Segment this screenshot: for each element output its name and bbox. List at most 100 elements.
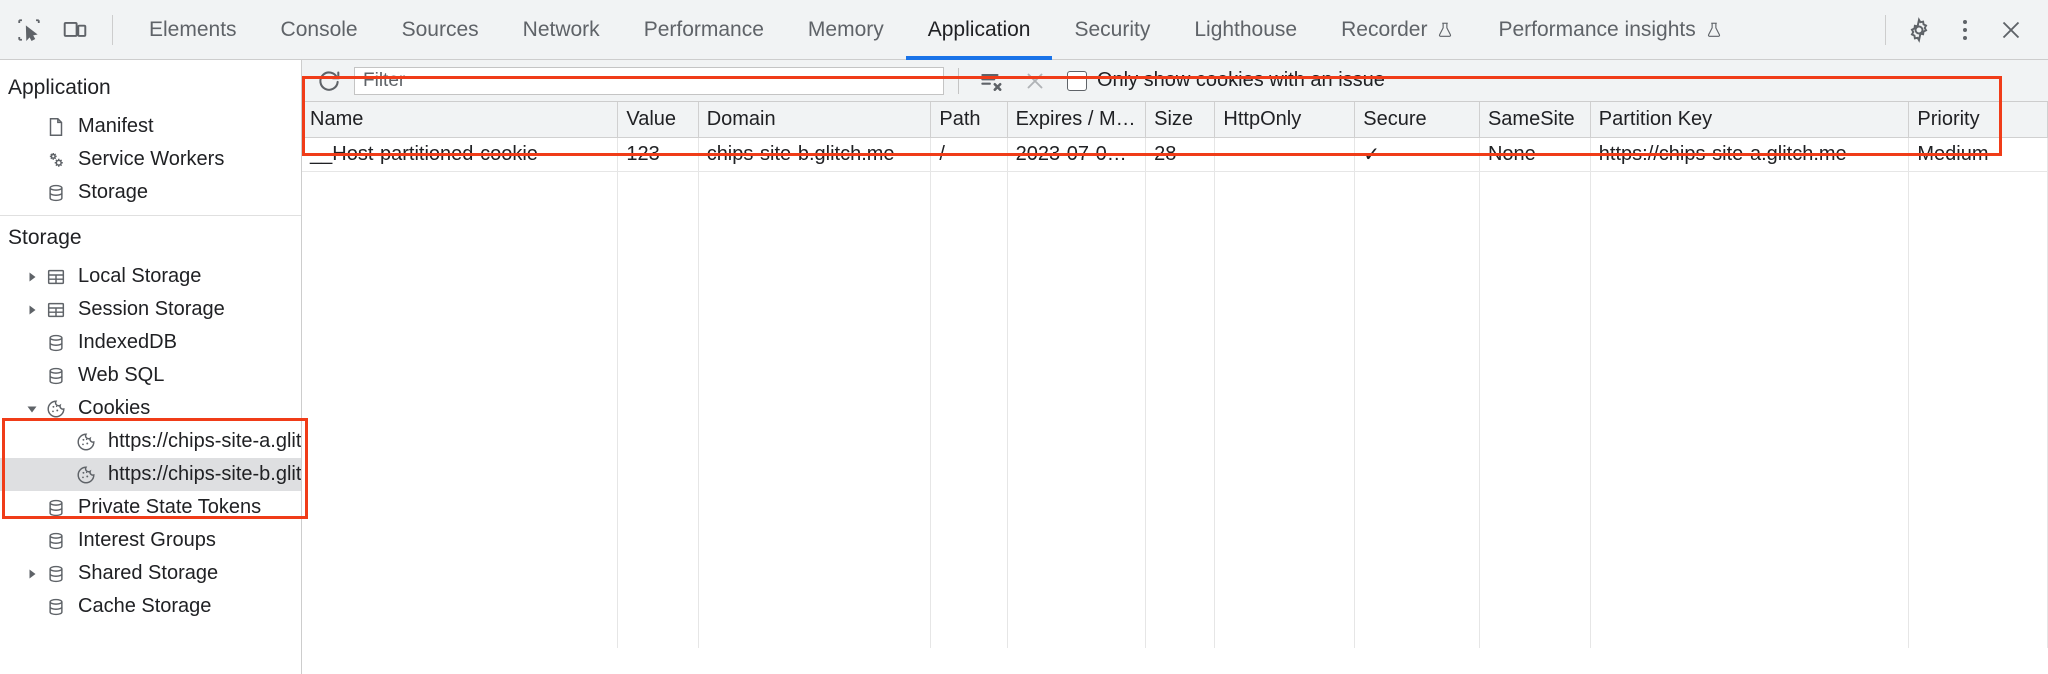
sidebar-item-storage[interactable]: Storage	[0, 176, 301, 209]
search-input[interactable]	[354, 66, 944, 95]
cell-empty	[1908, 613, 2048, 648]
cell-empty	[302, 477, 619, 512]
sidebar-item-https-chips-site-a-glitch-me[interactable]: https://chips-site-a.glitch.me	[0, 425, 301, 458]
cell-empty	[1590, 545, 1910, 580]
column-header-name[interactable]: Name	[302, 102, 619, 138]
cell-empty	[1007, 239, 1147, 274]
chevron-right-icon[interactable]	[22, 304, 42, 316]
sidebar-item-cookies[interactable]: Cookies	[0, 392, 301, 425]
only-show-issues-label: Only show cookies with an issue	[1097, 69, 1385, 91]
tab-lighthouse[interactable]: Lighthouse	[1172, 0, 1319, 60]
column-header-samesite[interactable]: SameSite	[1479, 102, 1591, 138]
sidebar-item-local-storage[interactable]: Local Storage	[0, 260, 301, 293]
cell-empty	[1145, 409, 1216, 444]
cell-empty	[1145, 307, 1216, 342]
cell-empty	[1354, 477, 1480, 512]
cell-empty	[1354, 409, 1480, 444]
cell-empty	[302, 307, 619, 342]
cell-empty	[1479, 409, 1591, 444]
sidebar-item-cache-storage[interactable]: Cache Storage	[0, 590, 301, 623]
chevron-right-icon[interactable]	[22, 568, 42, 580]
cell-empty	[1214, 341, 1356, 376]
column-header-httponly[interactable]: HttpOnly	[1214, 102, 1356, 138]
sidebar-item-indexeddb[interactable]: IndexedDB	[0, 326, 301, 359]
sidebar-item-service-workers[interactable]: Service Workers	[0, 143, 301, 176]
chevron-down-icon[interactable]	[22, 403, 42, 415]
column-header-path[interactable]: Path	[930, 102, 1008, 138]
only-show-issues-checkbox-wrap[interactable]: Only show cookies with an issue	[1067, 69, 1385, 92]
cell-empty	[1214, 443, 1356, 478]
sidebar-item-web-sql[interactable]: Web SQL	[0, 359, 301, 392]
cell-empty	[1145, 579, 1216, 614]
column-header-size[interactable]: Size	[1145, 102, 1216, 138]
inspect-element-icon[interactable]	[6, 7, 52, 53]
sidebar-item-label: https://chips-site-b.glitch.me	[108, 463, 302, 485]
sidebar-item-session-storage[interactable]: Session Storage	[0, 293, 301, 326]
sidebar-section-title: Application	[8, 76, 111, 99]
sidebar-item-https-chips-site-b-glitch-me[interactable]: https://chips-site-b.glitch.me	[0, 458, 301, 491]
tab-performance[interactable]: Performance	[622, 0, 786, 60]
delete-selected-cookie-icon[interactable]	[1017, 64, 1053, 98]
tab-label: Elements	[149, 17, 237, 41]
table-row-empty	[302, 307, 2048, 342]
cell-empty	[1354, 171, 1480, 206]
tab-recorder[interactable]: Recorder	[1319, 0, 1476, 60]
device-toolbar-icon[interactable]	[52, 7, 98, 53]
cell-empty	[698, 205, 932, 240]
tab-network[interactable]: Network	[501, 0, 622, 60]
cell-empty	[930, 579, 1008, 614]
clear-all-cookies-icon[interactable]	[973, 64, 1009, 98]
tab-sources[interactable]: Sources	[380, 0, 501, 60]
tab-application[interactable]: Application	[905, 0, 1053, 60]
cell-empty	[617, 477, 699, 512]
cell-empty	[930, 239, 1008, 274]
cell-empty	[1479, 307, 1591, 342]
table-icon	[42, 299, 70, 321]
cell-empty	[698, 341, 932, 376]
gear-icon[interactable]	[1896, 7, 1942, 53]
sidebar-item-manifest[interactable]: Manifest	[0, 110, 301, 143]
cell-empty	[302, 171, 619, 206]
cell-empty	[617, 613, 699, 648]
tab-elements[interactable]: Elements	[127, 0, 259, 60]
tab-security[interactable]: Security	[1052, 0, 1172, 60]
cell-empty	[930, 307, 1008, 342]
sidebar-item-shared-storage[interactable]: Shared Storage	[0, 557, 301, 590]
tab-label: Application	[927, 17, 1031, 41]
more-options-icon[interactable]	[1942, 7, 1988, 53]
cell-empty	[617, 307, 699, 342]
cell-empty	[698, 613, 932, 648]
cookie-icon	[72, 464, 100, 486]
column-header-partition-key[interactable]: Partition Key	[1590, 102, 1910, 138]
cell-empty	[1007, 341, 1147, 376]
sidebar-item-private-state-tokens[interactable]: Private State Tokens	[0, 491, 301, 524]
tab-label: Performance	[643, 17, 764, 41]
column-header-domain[interactable]: Domain	[698, 102, 932, 138]
tab-console[interactable]: Console	[259, 0, 380, 60]
refresh-icon[interactable]	[312, 64, 346, 98]
cell-empty	[1479, 579, 1591, 614]
column-header-value[interactable]: Value	[617, 102, 699, 138]
close-icon[interactable]	[1988, 7, 2034, 53]
only-show-issues-checkbox[interactable]	[1067, 70, 1087, 91]
column-header-priority[interactable]: Priority	[1908, 102, 2048, 138]
chevron-right-icon[interactable]	[22, 271, 42, 283]
tab-performance-insights[interactable]: Performance insights	[1476, 0, 1744, 60]
cell-empty	[617, 545, 699, 580]
tab-memory[interactable]: Memory	[786, 0, 906, 60]
tab-label: Network	[522, 17, 600, 41]
cell-httponly	[1214, 137, 1356, 172]
cell-empty	[302, 239, 619, 274]
table-row-empty	[302, 511, 2048, 546]
cell-name: __Host-partitioned-cookie	[302, 137, 619, 172]
column-header-secure[interactable]: Secure	[1354, 102, 1480, 138]
cell-empty	[1214, 205, 1356, 240]
sidebar-item-interest-groups[interactable]: Interest Groups	[0, 524, 301, 557]
column-header-expires-m[interactable]: Expires / M…	[1007, 102, 1147, 138]
cell-empty	[1214, 273, 1356, 308]
cell-empty	[1214, 307, 1356, 342]
cookies-panel: Only show cookies with an issue NameValu…	[302, 60, 2048, 674]
cell-empty	[1145, 341, 1216, 376]
